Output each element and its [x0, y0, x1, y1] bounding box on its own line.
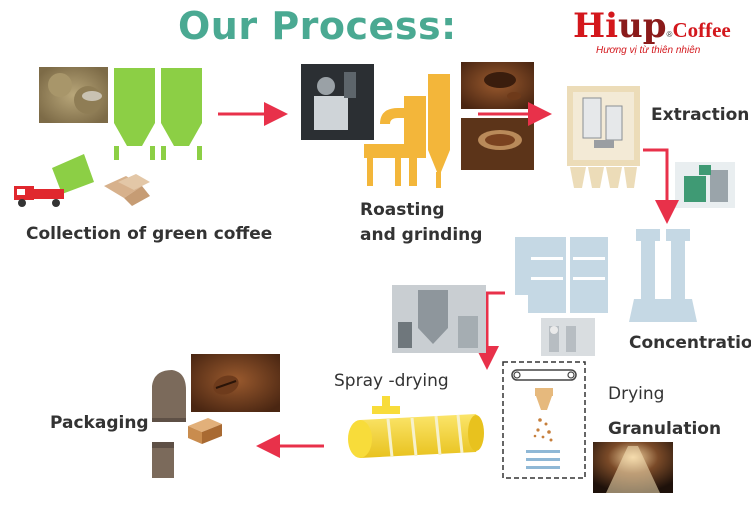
concentration-tanks-icon [515, 229, 697, 322]
page-title: Our Process: [178, 4, 457, 48]
step-label-granulation: Granulation [608, 419, 722, 439]
spray-drying-cylinder-icon [348, 396, 484, 458]
coffee-sacks-icon [104, 174, 150, 206]
coffee-bag-icon [152, 370, 186, 422]
concentration-tank-lines [531, 257, 605, 280]
extraction-frame-icon [567, 86, 640, 166]
dump-truck-icon [14, 154, 94, 207]
step-label-roasting-line1: Roasting [360, 200, 445, 220]
green-silo-icon [114, 68, 202, 160]
coffee-jar-icon [152, 442, 174, 478]
roaster-silo-icon [364, 74, 450, 188]
granulation-light-photo [593, 442, 673, 493]
coffee-box-icon [188, 418, 222, 444]
concentration-factory-photo [541, 318, 595, 356]
step-label-collection: Collection of green coffee [26, 224, 273, 244]
roasted-beans-photo [461, 62, 534, 109]
spray-dryer-photo [392, 285, 486, 353]
logo-brand-coffee: Coffee [672, 18, 731, 42]
step-label-drying: Drying [608, 384, 665, 404]
extraction-machine-photo [675, 162, 735, 208]
step-label-concentration: Concentration [629, 333, 751, 353]
coffee-beans-photo [191, 354, 280, 412]
logo-brand-hi: Hi [573, 6, 619, 46]
green-coffee-photo [39, 67, 108, 123]
granulation-box-icon [502, 361, 586, 479]
logo-tagline: Hương vị từ thiên nhiên [596, 45, 701, 56]
step-label-spray-drying: Spray -drying [334, 371, 449, 391]
step-label-extraction: Extraction [651, 105, 750, 125]
logo-brand-up: up [618, 6, 667, 46]
extraction-hoppers-icon [570, 167, 637, 188]
ground-coffee-photo [461, 118, 534, 170]
roaster-machine-photo [301, 64, 374, 140]
step-label-roasting-line2: and grinding [360, 225, 483, 245]
step-label-packaging: Packaging [50, 413, 149, 433]
logo-registered-mark: ® [666, 30, 673, 39]
brand-logo: Hiup®Coffee [573, 6, 731, 46]
